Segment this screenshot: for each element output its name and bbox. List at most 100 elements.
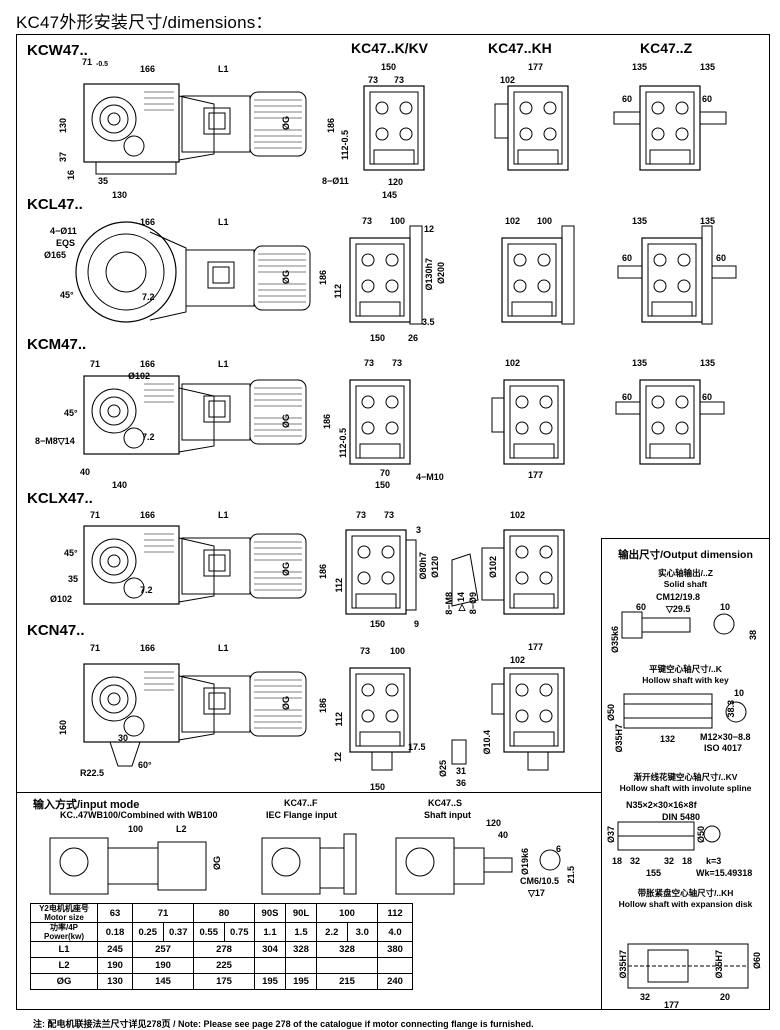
kcm-front-view [83,375,307,455]
dim: ISO 4017 [704,743,743,753]
dim: 73 [394,75,405,85]
output-kh-en: Hollow shaft with expansion disk [618,899,753,909]
dim: k=3 [706,856,722,866]
dim: 102 [500,75,516,85]
kcn-k-view [349,667,411,771]
table-cell: 195 [254,973,286,990]
row-label-kclx: KCLX47.. [27,490,93,507]
dim: 120 [388,177,404,187]
dim: 45° [64,408,78,418]
output-kh-drawing [627,943,749,989]
dim: L2 [176,824,187,834]
table-cell: 2.2 [316,922,348,942]
kcl-z-view [617,225,737,325]
dim: Ø60 [752,952,762,970]
table-cell: Y2电机机座号 Motor size [30,903,98,923]
dim: 6 [556,844,562,854]
dim: 140 [112,480,128,490]
dim: 100 [537,216,553,226]
dim: 12 [424,224,435,234]
table-cell [316,957,378,974]
dim: 32 [640,992,651,1002]
dim: 73 [362,216,373,226]
dim: L1 [218,64,229,74]
dim: 160 [58,720,68,736]
dim: 60 [702,392,713,402]
dim: Ø102 [488,556,498,579]
table-cell: 278 [193,941,255,958]
table-cell: 225 [193,957,255,974]
dim: 38 [748,630,758,641]
dim: 166 [140,64,156,74]
output-kv-cn: 渐开线花键空心轴尺寸/..KV [633,772,738,782]
dim: 71 [90,643,101,653]
dim: 135 [632,62,648,72]
dim: 130 [58,118,68,134]
dim: 73 [368,75,379,85]
dim: 186 [322,414,332,430]
dim: 18 [612,856,623,866]
table-cell: 63 [97,903,133,923]
table-cell: 304 [254,941,286,958]
dim: 135 [700,216,716,226]
table-row: L2 190 190 225 [30,957,413,974]
dim: 112 [334,712,344,727]
dim: 8−Ø9 [468,592,478,615]
table-cell: 190 [97,957,133,974]
dim: ØG [281,270,291,285]
table-cell: 100 [316,903,378,923]
dim: 177 [528,642,544,652]
dim: N35×2×30×16×8f [626,800,697,810]
table-cell: 功率/4P Power(kw) [30,922,98,942]
dim: 135 [700,62,716,72]
dim: Ø80h7 [418,552,428,580]
dim: Ø102 [50,594,73,604]
table-cell: 112 [377,903,413,923]
row-label-kcm: KCM47.. [27,336,87,353]
dim: 16 [66,170,76,181]
dim: 32 [630,856,641,866]
dim: 40 [80,467,91,477]
dim: Ø130h7 [424,258,434,291]
kcm-k-view [349,379,411,465]
dim: 60 [636,602,647,612]
drawing-frame [16,34,770,1010]
dim: 7.2 [142,292,155,302]
kcl-kh-view [501,225,575,325]
kcm-kh-view [491,379,565,465]
table-row: ØG 130 145 175 195 195 215 240 [30,973,413,990]
table-cell: 0.18 [97,922,133,942]
input-f-title: KC47..F [284,798,318,808]
table-cell: 0.25 [132,922,164,942]
dim: 166 [140,643,156,653]
dim: 177 [528,470,544,480]
dim: 8−M8 [444,592,454,615]
dim: 60 [716,253,727,263]
dim: 73 [364,358,375,368]
dim: Ø165 [44,250,67,260]
table-cell: 328 [285,941,317,958]
dim: 177 [528,62,544,72]
dim: 60 [622,253,633,263]
kcw-front-view [83,83,307,175]
dim: 8−Ø11 [322,176,349,186]
input-s-title: KC47..S [428,798,463,808]
dim: 60 [622,94,633,104]
table-cell: 257 [132,941,194,958]
dim: 9 [414,619,420,629]
dim: CM6/10.5 [520,876,560,886]
table-cell: L1 [30,941,98,958]
dim: 40 [498,830,509,840]
table-cell [377,957,413,974]
dim: Ø10.4 [482,730,492,755]
dim: EQS [56,238,76,248]
dim: 166 [140,359,156,369]
dim: 150 [370,333,386,343]
table-cell: 90L [285,903,317,923]
table-cell: 4.0 [377,922,413,942]
dim: 73 [360,646,371,656]
dim: 132 [660,734,676,744]
table-cell: 71 [132,903,194,923]
input-s-sub: Shaft input [424,810,471,820]
dim: 71 [90,510,101,520]
